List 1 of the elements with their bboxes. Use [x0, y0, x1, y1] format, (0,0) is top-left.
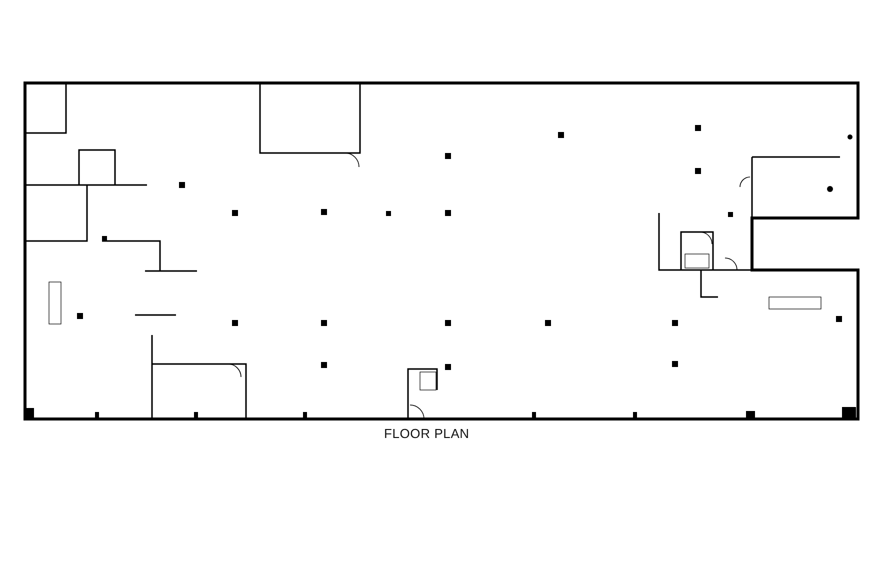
- caption: FLOOR PLAN: [384, 426, 470, 441]
